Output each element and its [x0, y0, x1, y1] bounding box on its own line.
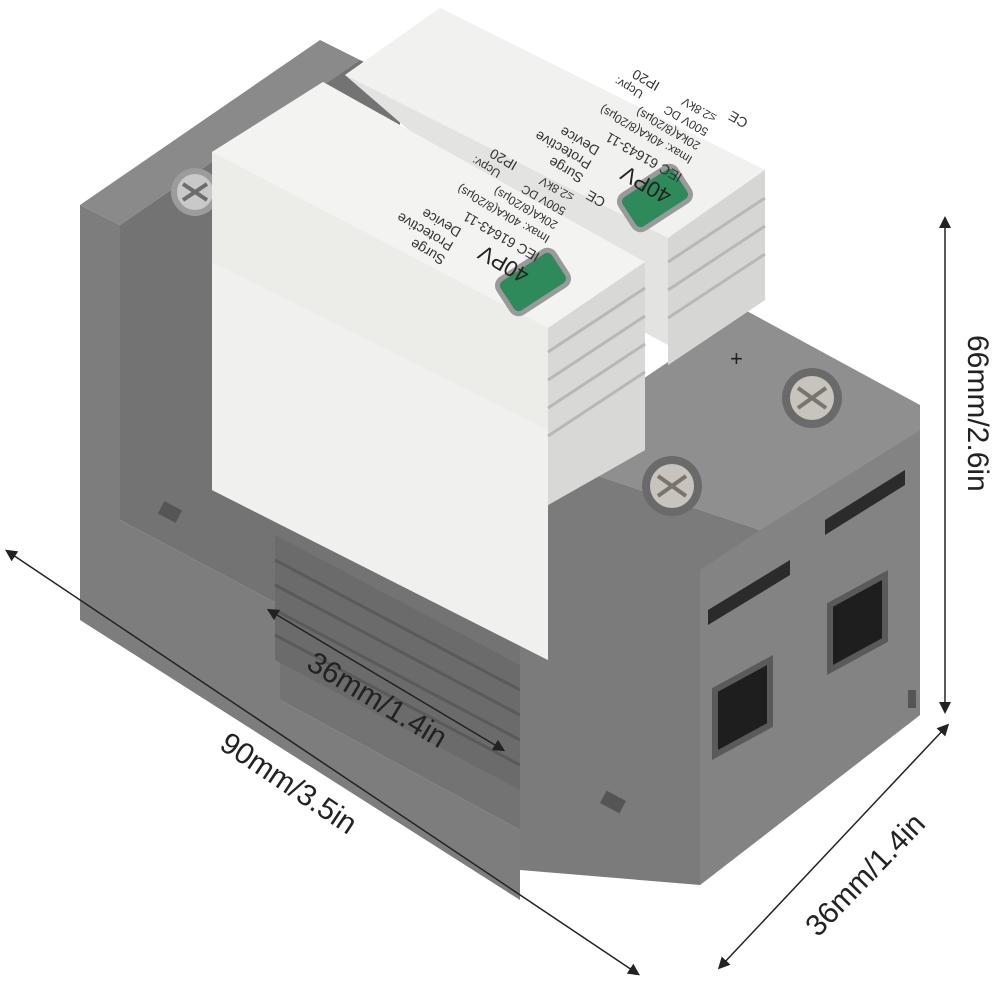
- module-back: Surge Protective Device 40PV IEC 61643-1…: [345, 8, 766, 365]
- dim-line-depth-side: [717, 723, 950, 970]
- terminal-plus-label: +: [730, 346, 743, 371]
- dim-line-width: [5, 549, 640, 976]
- dim-line-depth-front: [266, 608, 506, 752]
- svg-text:CE: CE: [726, 108, 751, 132]
- dim-label-depth-side: 36mm/1.4in: [799, 807, 932, 943]
- clip-slot-left: [157, 501, 183, 523]
- screw-terminal-minus: [642, 456, 702, 516]
- screw-back-left: [171, 168, 219, 216]
- wire-slot-upper-right: [825, 470, 905, 535]
- screw-terminal-plus: [782, 368, 842, 428]
- indicator-window-back: [616, 163, 694, 233]
- indicator-window-front: [494, 247, 572, 317]
- module-front-fins: [547, 286, 646, 438]
- housing-top-ridge: [80, 40, 360, 225]
- clip-slot-right: [908, 690, 916, 708]
- dim-label-height: 66mm/2.6in: [961, 335, 994, 492]
- module-back-fins: [667, 196, 766, 320]
- wire-slot-upper-left: [708, 560, 790, 625]
- terminal-top-face: [545, 310, 920, 530]
- wire-hole-right: [827, 569, 888, 676]
